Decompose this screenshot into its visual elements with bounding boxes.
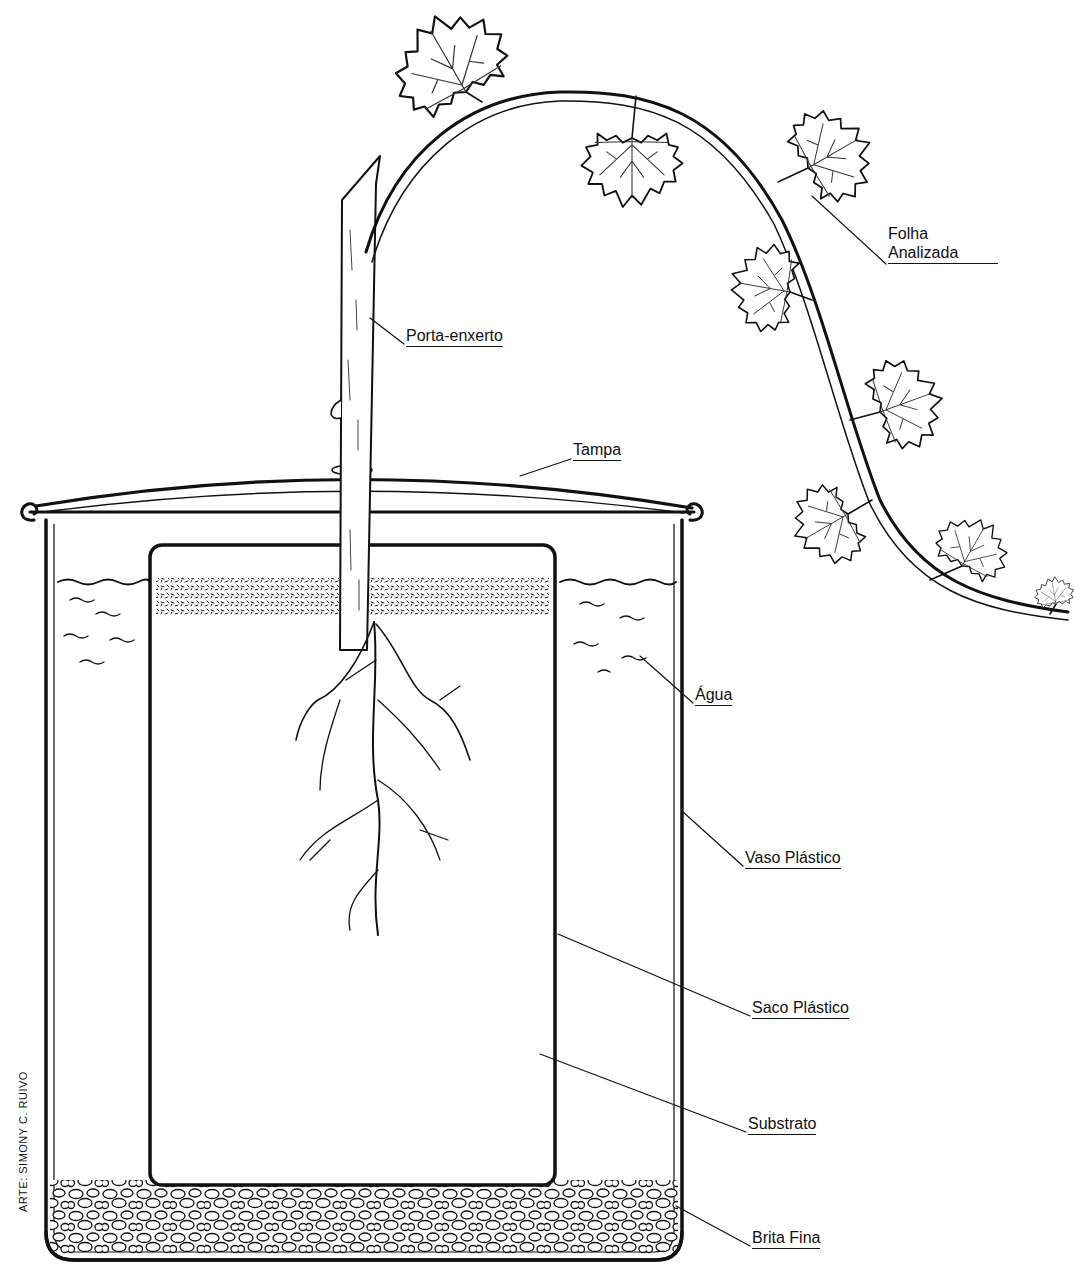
water-label: Água (695, 685, 732, 706)
lid-label: Tampa (573, 440, 621, 461)
artist-credit: ARTE: SIMONY C. RUIVO (14, 1071, 33, 1212)
gravel-label: Brita Fina (752, 1228, 820, 1249)
substrate-label: Substrato (748, 1114, 816, 1135)
bag-label: Saco Plástico (752, 998, 849, 1019)
pot-label: Vaso Plástico (745, 848, 841, 869)
leaf-label: Folha Analizada (888, 224, 998, 264)
rootstock-label: Porta-enxerto (406, 326, 503, 347)
